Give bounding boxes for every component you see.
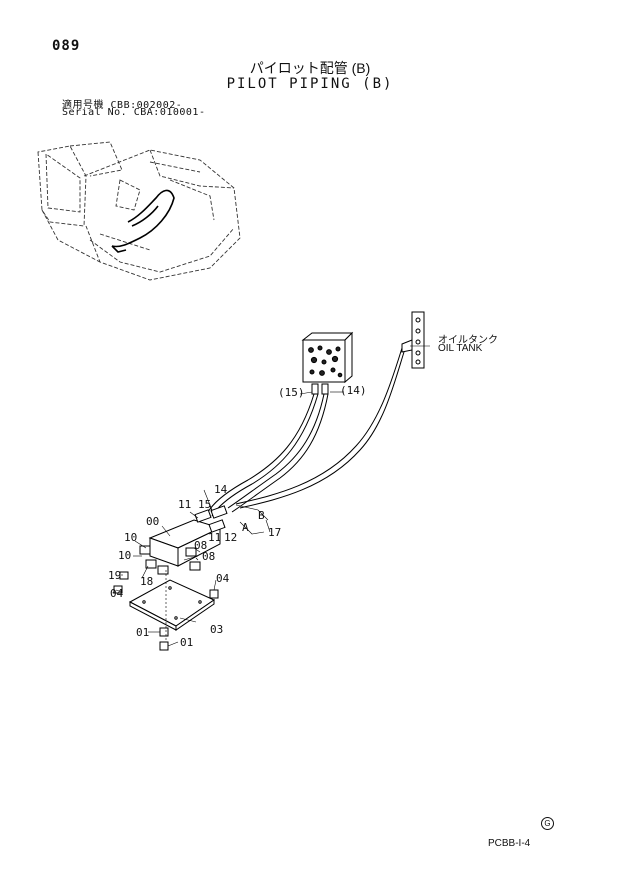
callout-b: B xyxy=(258,509,265,522)
title-english: PILOT PIPING (B) xyxy=(226,76,394,92)
footer-code: PCBB-I-4 xyxy=(488,838,531,849)
callout-10-upper: 10 xyxy=(124,531,138,544)
leader-lines xyxy=(115,345,430,647)
serial-jp-label: 適用号機 xyxy=(62,100,104,111)
oil-tank-label-en: OIL TANK xyxy=(438,343,483,354)
callout-03: 03 xyxy=(210,623,224,636)
callout-14: 14 xyxy=(214,483,228,496)
oil-tank-block xyxy=(401,311,425,369)
callout-04-right: 04 xyxy=(216,572,230,585)
callout-18: 18 xyxy=(140,575,154,588)
callout-01-left: 01 xyxy=(136,626,150,639)
callout-08-lower: 08 xyxy=(202,550,216,563)
serial-en-label: Serial No. xyxy=(62,107,128,118)
callout-19: 19 xyxy=(108,569,122,582)
callout-12: 12 xyxy=(224,531,238,544)
pilot-valve xyxy=(301,331,354,395)
callout-00: 00 xyxy=(146,515,160,528)
callout-14-paren: (14) xyxy=(340,384,367,397)
revision-mark: G xyxy=(541,817,554,830)
page-number: 089 xyxy=(52,38,81,54)
solenoid-valve-assembly xyxy=(119,505,228,580)
title-japanese: パイロット配管 (B) xyxy=(249,60,371,76)
excavator-outline xyxy=(37,141,241,281)
serial-en-value: CBA:010001- xyxy=(133,107,206,118)
callout-01-right: 01 xyxy=(180,636,194,649)
serial-row-jp: 適用号機 CBB:002002- xyxy=(62,96,182,111)
base-plate xyxy=(113,579,219,651)
callout-08-upper: 08 xyxy=(194,539,208,552)
callout-10-lower: 10 xyxy=(118,549,132,562)
callout-17: 17 xyxy=(268,526,282,539)
serial-jp-value: CBB:002002- xyxy=(110,100,183,111)
excavator-pilot-lines xyxy=(111,189,175,253)
callout-04-left: 04 xyxy=(110,587,124,600)
callout-15-paren: (15) xyxy=(278,386,305,399)
callout-11-upper: 11 xyxy=(178,498,192,511)
pilot-hoses xyxy=(207,347,405,517)
callout-a: A xyxy=(242,521,249,534)
serial-row-en: Serial No. CBA:010001- xyxy=(62,107,205,118)
callout-15: 15 xyxy=(198,498,212,511)
oil-tank-label-jp: オイルタンク xyxy=(438,335,498,346)
callout-11-lower: 11 xyxy=(208,531,222,544)
